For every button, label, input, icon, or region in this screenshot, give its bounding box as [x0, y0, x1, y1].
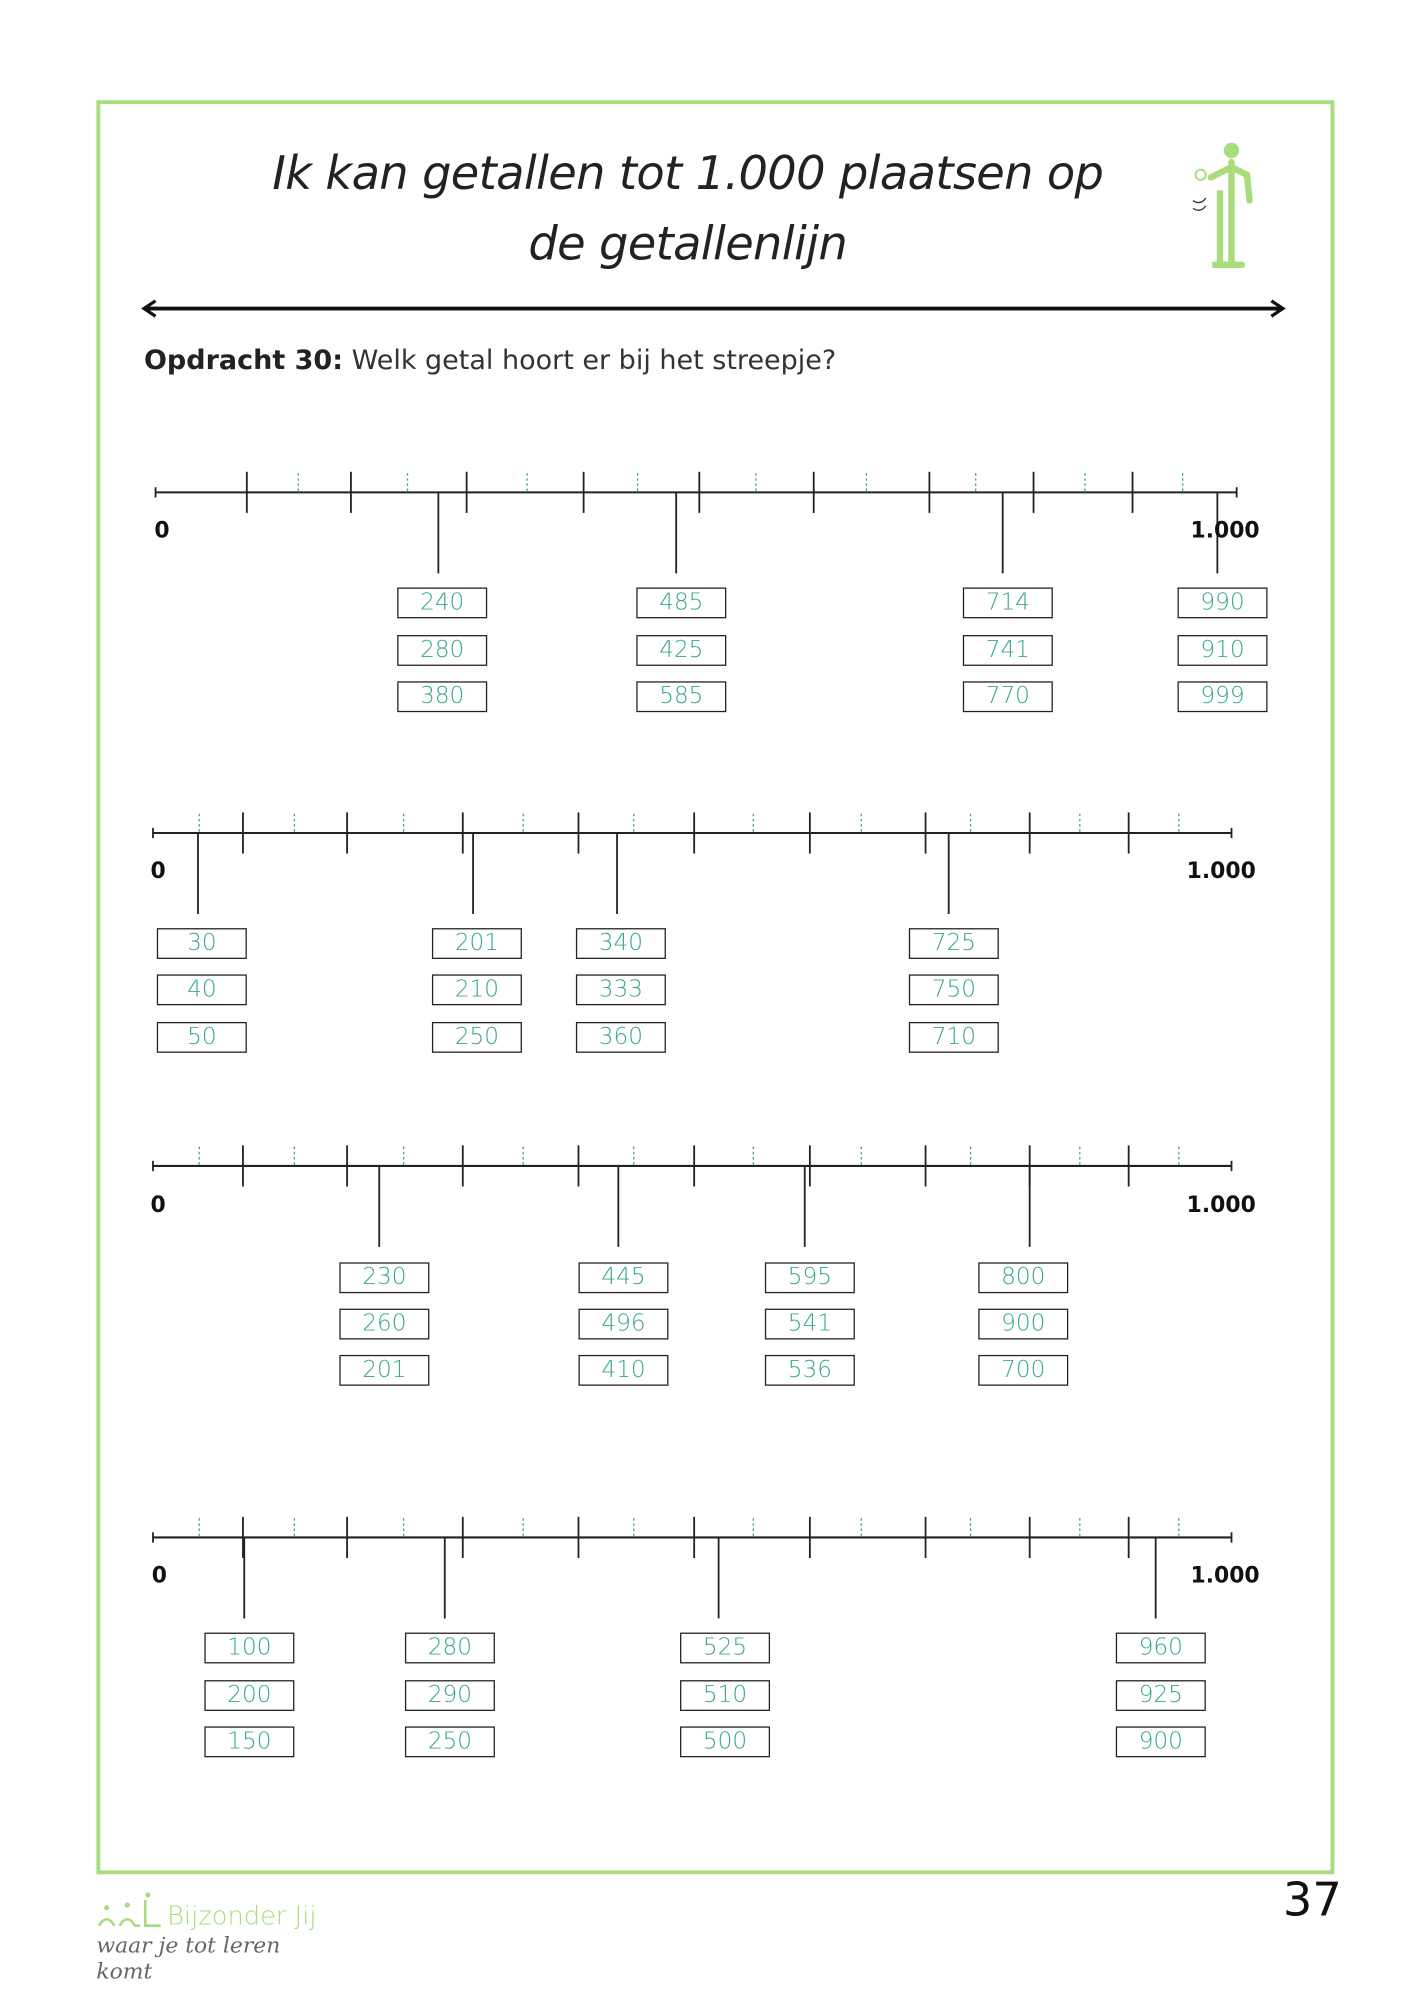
answer-option-box[interactable]: 750 [908, 974, 999, 1006]
answer-option-box[interactable]: 541 [764, 1308, 855, 1340]
answer-option-box[interactable]: 510 [680, 1680, 771, 1712]
end-label: 1.000 [1190, 1563, 1260, 1589]
answer-option-box[interactable]: 770 [962, 681, 1053, 713]
answer-option-box[interactable]: 700 [978, 1354, 1069, 1386]
answer-option-box[interactable]: 260 [339, 1308, 430, 1340]
page-title: Ik kan getallen tot 1.000 plaatsen op de… [272, 147, 1104, 272]
answer-option-box[interactable]: 710 [908, 1021, 999, 1053]
answer-option-box[interactable]: 290 [404, 1680, 495, 1712]
answer-option-box[interactable]: 585 [636, 681, 727, 713]
answer-option-box[interactable]: 999 [1177, 681, 1268, 713]
start-label: 0 [151, 1563, 168, 1589]
figure-mascot-icon [1192, 142, 1253, 269]
answer-option-box[interactable]: 150 [204, 1726, 295, 1758]
answer-option-box[interactable]: 741 [962, 635, 1053, 666]
answer-option-box[interactable]: 725 [908, 928, 999, 959]
answer-option-box[interactable]: 280 [397, 635, 488, 666]
answer-option-box[interactable]: 250 [404, 1726, 495, 1758]
answer-option-box[interactable]: 500 [680, 1726, 771, 1758]
end-label: 1.000 [1190, 518, 1260, 544]
answer-option-box[interactable]: 240 [397, 587, 488, 619]
logo-name: Bijzonder Jij [167, 1899, 317, 1931]
logo-tagline: waar je tot leren komt [96, 1933, 281, 1985]
answer-option-box[interactable]: 925 [1115, 1680, 1206, 1712]
answer-option-box[interactable]: 595 [764, 1262, 855, 1294]
task-label: Opdracht 30: [143, 344, 344, 376]
answer-option-box[interactable]: 30 [156, 928, 247, 959]
answer-option-box[interactable]: 333 [575, 974, 666, 1006]
answer-option-box[interactable]: 536 [764, 1354, 855, 1386]
answer-option-box[interactable]: 990 [1177, 587, 1268, 619]
answer-option-box[interactable]: 910 [1177, 635, 1268, 666]
brand-logo: Bijzonder Jij waar je tot leren komt [96, 1887, 321, 1985]
answer-option-box[interactable]: 800 [978, 1262, 1069, 1294]
answer-option-box[interactable]: 250 [431, 1021, 522, 1053]
page-border [96, 100, 1335, 1875]
answer-option-box[interactable]: 485 [636, 587, 727, 619]
answer-option-box[interactable]: 340 [575, 928, 666, 959]
answer-option-box[interactable]: 280 [404, 1632, 495, 1664]
task-question: Welk getal hoort er bij het streepje? [351, 344, 837, 376]
start-label: 0 [150, 858, 166, 885]
end-label: 1.000 [1186, 858, 1256, 885]
task-instruction: Opdracht 30: Welk getal hoort er bij het… [144, 345, 836, 376]
start-label: 0 [154, 518, 170, 544]
answer-option-box[interactable]: 201 [431, 928, 522, 959]
answer-option-box[interactable]: 50 [156, 1021, 247, 1053]
start-label: 0 [150, 1192, 166, 1219]
end-label: 1.000 [1186, 1192, 1256, 1219]
answer-option-box[interactable]: 525 [680, 1632, 771, 1664]
answer-option-box[interactable]: 201 [339, 1354, 430, 1386]
answer-option-box[interactable]: 425 [636, 635, 727, 666]
answer-option-box[interactable]: 40 [156, 974, 247, 1006]
answer-option-box[interactable]: 960 [1115, 1632, 1206, 1664]
answer-option-box[interactable]: 100 [204, 1632, 295, 1664]
answer-option-box[interactable]: 200 [204, 1680, 295, 1712]
answer-option-box[interactable]: 496 [578, 1308, 669, 1340]
answer-option-box[interactable]: 410 [578, 1354, 669, 1386]
answer-option-box[interactable]: 210 [431, 974, 522, 1006]
answer-option-box[interactable]: 900 [1115, 1726, 1206, 1758]
answer-option-box[interactable]: 900 [978, 1308, 1069, 1340]
logo-figures-icon [97, 1892, 161, 1927]
answer-option-box[interactable]: 360 [575, 1021, 666, 1053]
answer-option-box[interactable]: 445 [578, 1262, 669, 1294]
answer-option-box[interactable]: 714 [962, 587, 1053, 619]
answer-option-box[interactable]: 380 [397, 681, 488, 713]
answer-option-box[interactable]: 230 [339, 1262, 430, 1294]
page-number: 37 [1282, 1874, 1342, 1927]
